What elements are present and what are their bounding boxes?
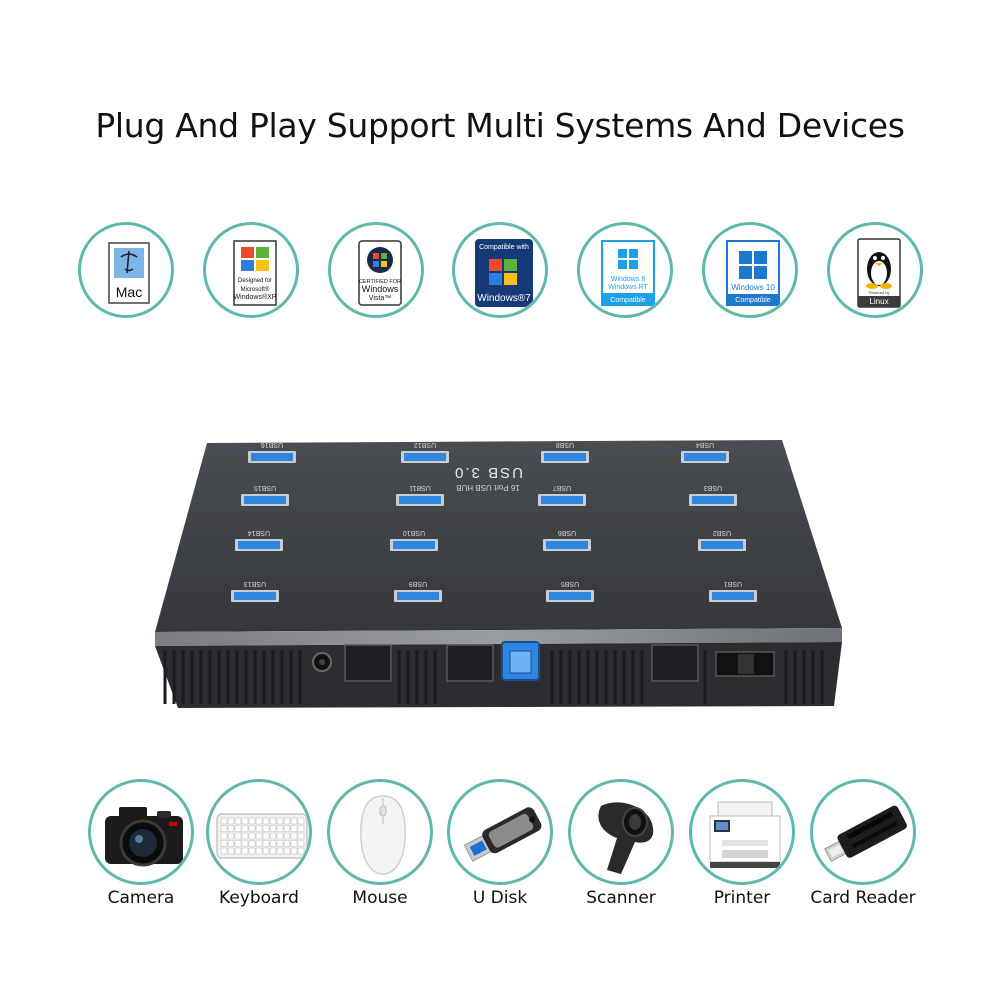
usb-a-port: USB6 [543,529,591,551]
os-badge-mac: Mac [78,222,174,318]
linux-tux-icon: Powered by Linux [857,238,901,308]
device-label-mouse: Mouse [352,888,408,908]
usb-port-label: USB6 [558,529,576,536]
hub-top-face [155,440,842,632]
svg-text:Windows RT: Windows RT [608,284,648,291]
device-label-u-disk: U Disk [472,888,528,908]
device-scanner [568,779,674,885]
hub-edge [155,628,842,646]
usb-port-label: USB12 [414,441,436,448]
hub-brand-text: USB 3.0 [453,464,523,481]
device-card-reader [810,779,916,885]
card-reader-icon [824,805,907,863]
usb-port-label: USB1 [724,580,742,587]
svg-text:Designed for: Designed for [238,278,272,284]
usb-port-label: USB10 [403,529,425,536]
usb-a-port: USB15 [241,484,289,506]
svg-text:Compatible: Compatible [735,297,771,304]
usb-port-label: USB14 [248,529,270,536]
svg-text:Linux: Linux [869,297,888,306]
device-mouse [327,779,433,885]
usb-a-port: USB4 [681,441,729,463]
os-badge-windows-7: Compatible with Windows®7 [452,222,548,318]
usb-a-port: USB11 [396,484,444,506]
usb-flash-drive-icon [463,807,542,862]
usb-port-label: USB9 [409,580,427,587]
usb-port-label: USB15 [254,484,276,491]
usb-a-port: USB14 [235,529,283,551]
device-keyboard [206,779,312,885]
mac-logo-icon: Mac [108,242,150,304]
svg-text:Compatible: Compatible [610,297,646,304]
cooling-fins [163,650,824,704]
device-label-keyboard: Keyboard [219,888,299,908]
hub-model-text: 16 Port USB HUB [456,483,520,492]
svg-text:CERTIFIED FOR: CERTIFIED FOR [359,279,401,285]
blank-port-cover-1 [344,644,392,682]
camera-icon [105,807,183,867]
mac-label: Mac [116,284,142,300]
windows-vista-logo-icon: CERTIFIED FOR Windows Vista™ [358,240,402,306]
device-label-camera: Camera [107,888,175,908]
device-label-card-reader: Card Reader [810,888,916,908]
usb-port-label: USB2 [713,529,731,536]
usb-port-label: USB13 [244,580,266,587]
usb-port-label: USB16 [261,441,283,448]
device-printer [689,779,795,885]
windows-7-logo-icon: Compatible with Windows®7 [475,239,533,307]
usb-port-label: USB11 [409,484,431,491]
device-label-printer: Printer [713,888,771,908]
printer-icon [709,801,781,868]
svg-text:Windows: Windows [362,284,399,294]
usb-port-label: USB8 [556,441,574,448]
windows-xp-logo-icon: Designed for Microsoft® Windows®XP [233,240,277,306]
usb-port-label: USB4 [696,441,714,448]
device-u-disk [447,779,553,885]
usb-a-port: USB16 [248,441,296,463]
windows-8-logo-icon: Windows 8 Windows RT Compatible [601,240,655,306]
usb-a-port: USB9 [394,580,442,602]
svg-text:Vista™: Vista™ [369,295,391,302]
windows-10-logo-icon: Windows 10 Compatible [726,240,780,306]
blank-port-cover-2 [446,644,494,682]
mouse-icon [360,795,406,875]
svg-text:Windows 8: Windows 8 [611,276,645,283]
usb-a-port: USB12 [401,441,449,463]
svg-text:Compatible with: Compatible with [479,244,529,251]
usb-a-port: USB13 [231,580,279,602]
os-badge-windows-10: Windows 10 Compatible [702,222,798,318]
usb-a-port: USB7 [538,484,586,506]
svg-text:Windows®XP: Windows®XP [234,293,277,301]
device-label-scanner: Scanner [586,888,656,908]
barcode-scanner-icon [598,802,654,874]
svg-text:Windows®7: Windows®7 [477,293,531,304]
keyboard-icon [216,813,308,859]
os-badge-windows-8: Windows 8 Windows RT Compatible [577,222,673,318]
page-title: Plug And Play Support Multi Systems And … [95,106,905,145]
usb-port-label: USB5 [561,580,579,587]
usb-a-port: USB8 [541,441,589,463]
usb-a-port: USB3 [689,484,737,506]
usb-a-port: USB10 [390,529,438,551]
usb-a-port: USB2 [698,529,746,551]
os-badge-windows-vista: CERTIFIED FOR Windows Vista™ [328,222,424,318]
usb-a-port: USB1 [709,580,757,602]
usb-a-port: USB5 [546,580,594,602]
usb-port-label: USB7 [553,484,571,491]
svg-text:Windows 10: Windows 10 [731,283,775,292]
os-badge-windows-xp: Designed for Microsoft® Windows®XP [203,222,299,318]
os-badge-linux: Powered by Linux [827,222,923,318]
device-camera [88,779,194,885]
blank-port-cover-3 [651,644,699,682]
svg-text:Powered by: Powered by [868,290,889,295]
usb-port-label: USB3 [704,484,722,491]
svg-text:Microsoft®: Microsoft® [241,286,270,293]
